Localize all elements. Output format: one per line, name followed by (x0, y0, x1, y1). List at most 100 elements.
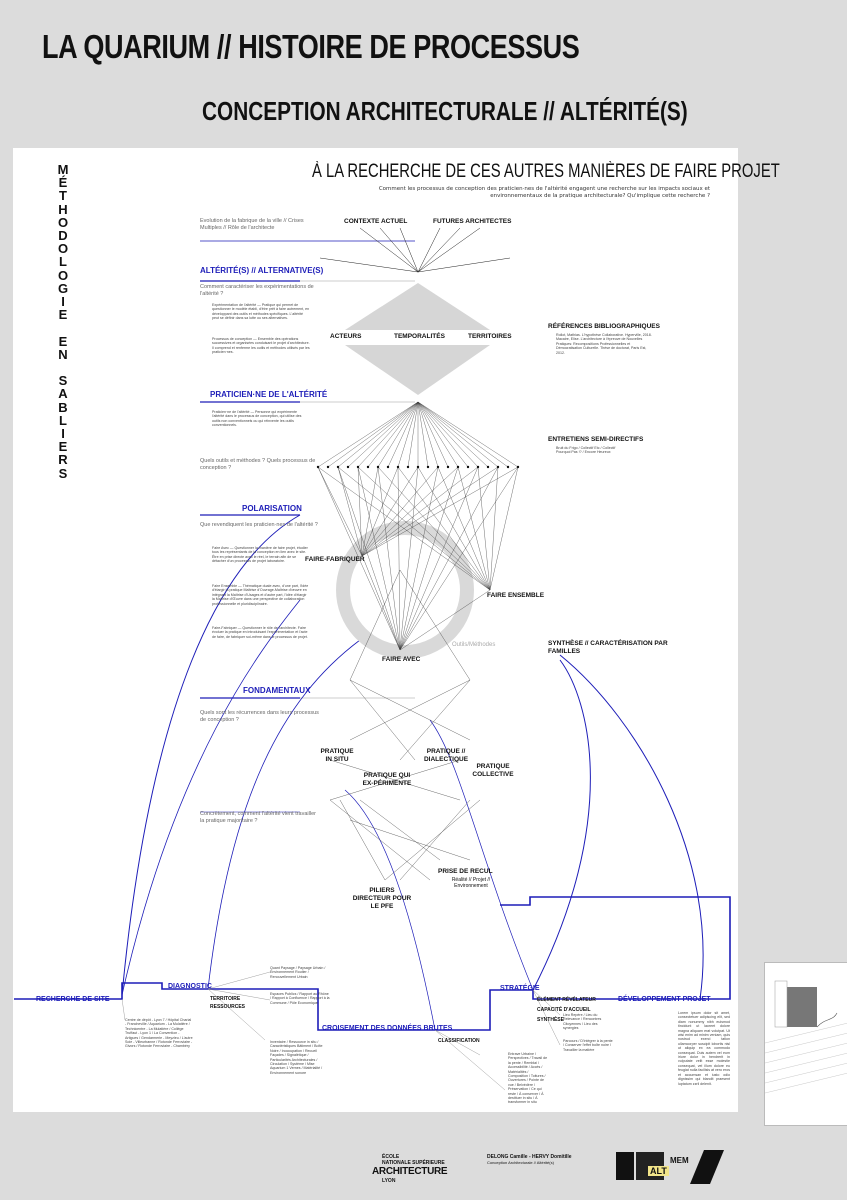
vertical-letter: B (58, 399, 68, 415)
method-dot (326, 465, 330, 469)
node-acteurs: ACTEURS (330, 333, 362, 340)
vertical-letter: G (57, 280, 69, 296)
poster-sheet (13, 148, 738, 1112)
node-croisement: CROISEMENT DES DONNÉES BRUTES (322, 1025, 453, 1032)
question-4: Quels sont les récurrences dans leurs pr… (200, 710, 319, 723)
strat-list: Lieu Repère / Lieu du Relevance / Rencon… (563, 1013, 602, 1031)
page-title: LA QUARIUM // HISTOIRE DE PROCESSUS (42, 28, 580, 65)
label-capacite: CAPACITÉ D'ACCUEIL (537, 1007, 591, 1013)
school-logo: ARCHITECTURE (372, 1166, 448, 1177)
vertical-letter: R (58, 452, 68, 468)
method-dot (416, 465, 420, 469)
vertical-letter: L (59, 412, 67, 428)
section-praticien: PRATICIEN·NE DE L'ALTÉRITÉ (210, 390, 328, 399)
question-3: Que revendiquent les praticien·nes de l'… (200, 522, 318, 528)
synthese-label: SYNTHÈSE // CARACTÉRISATION PAR FAMILLES (548, 640, 668, 655)
block-2: Processus de conception — Ensemble des o… (212, 337, 310, 355)
lorem-text: Lorem ipsum dolor sit amet, consectetuer… (678, 1011, 730, 1086)
node-developpement: DÉVELOPPEMENT PROJET (618, 996, 711, 1003)
node-faire-avec: FAIRE AVEC (382, 656, 421, 663)
label-outils: Outils/Méthodes (452, 642, 496, 648)
question-1: Comment caractériser les expérimentation… (200, 284, 314, 297)
method-dot (446, 465, 450, 469)
vertical-letter: E (58, 439, 68, 455)
entretiens-text: Bruit du Frigo / Collectif Etc / Collect… (556, 446, 616, 455)
method-dot (426, 465, 430, 469)
section-polarisation: POLARISATION (242, 504, 302, 513)
node-strategie: STRATÉGIE (500, 985, 540, 992)
entretiens-title: ENTRETIENS SEMI-DIRECTIFS (548, 436, 644, 443)
school-name-4: LYON (382, 1178, 396, 1184)
node-faire-fabriquer: FAIRE-FABRIQUER (305, 556, 365, 563)
label-contexte: CONTEXTE ACTUEL (344, 218, 408, 225)
vertical-letter: D (58, 228, 68, 244)
method-dot (366, 465, 370, 469)
method-dot (476, 465, 480, 469)
refs-title: RÉFÉRENCES BIBLIOGRAPHIQUES (548, 323, 660, 330)
node-experimente: PRATIQUE QUI EX-PÉRIMENTE (362, 772, 412, 787)
method-dot (396, 465, 400, 469)
sites-list: Centre de dépôt - Lyon 7 / Hôpital Chari… (125, 1018, 193, 1049)
page-subtitle: CONCEPTION ARCHITECTURALE // ALTÉRITÉ(S) (202, 96, 688, 126)
method-dot (506, 465, 510, 469)
cross-list: Inventaire / Ressource in situ / Caracté… (270, 1040, 323, 1075)
question-2: Quels outils et méthodes ? Quels process… (200, 458, 316, 471)
method-dot (316, 465, 320, 469)
label-classification: CLASSIFICATION (438, 1038, 480, 1044)
vertical-letter: L (59, 254, 67, 270)
vertical-letter: S (58, 465, 68, 481)
vertical-letter: H (58, 201, 68, 217)
method-dot (356, 465, 360, 469)
label-futurs: FUTURES ARCHITECTES (433, 218, 512, 225)
vertical-letter: É (58, 175, 68, 191)
method-dot (346, 465, 350, 469)
label-territoire: TERRITOIRE (210, 996, 241, 1002)
node-temporalites: TEMPORALITÉS (394, 333, 445, 340)
label-element: ÉLÉMENT RÉVÉLATEUR (537, 997, 596, 1003)
poster-title: À LA RECHERCHE DE CES AUTRES MANIÈRES DE… (312, 161, 780, 182)
node-recherche-site: RECHERCHE DE SITE (36, 996, 110, 1003)
node-faire-ensemble: FAIRE ENSEMBLE (487, 592, 545, 599)
block-4: Faire Avec — Questionner la manière de f… (212, 546, 308, 564)
school-name-2: NATIONALE SUPÉRIEURE (382, 1160, 445, 1166)
label-synthese-b: SYNTHÈSE (537, 1017, 564, 1023)
block-6: Faire-Fabriquer — Questionner le rôle de… (212, 626, 308, 639)
authors: DELONG Camille - HERVY Domitille (487, 1154, 572, 1160)
vertical-letter: O (57, 267, 69, 283)
school-name-1: ÉCOLE (382, 1154, 400, 1160)
preview-drawing (764, 980, 847, 1094)
slash-logo (690, 1150, 724, 1184)
node-prise-recul-sub: Réalité // Projet // Environnement (451, 877, 491, 889)
strat-list-2: Parcours / D'intégrer à la pente / Conse… (563, 1039, 613, 1052)
question-5: Concrètement, comment l'altérité vient t… (200, 811, 316, 824)
vertical-letter: A (58, 386, 68, 402)
vertical-letter: S (58, 373, 68, 389)
node-diagnostic: DIAGNOSTIC (168, 983, 212, 990)
vertical-letter: O (57, 214, 69, 230)
vertical-letter: M (57, 162, 69, 177)
next-poster-preview (764, 962, 847, 1126)
label-ressources: RESSOURCES (210, 1004, 246, 1010)
method-dot (496, 465, 500, 469)
footer: ÉCOLE NATIONALE SUPÉRIEURE ARCHITECTURE … (0, 1140, 847, 1200)
method-dot (486, 465, 490, 469)
logo-block-1 (616, 1152, 634, 1180)
vertical-letter: I (61, 294, 65, 310)
diag-res-list: Espaces Publics / Rapport au Rhône / Rap… (270, 992, 330, 1005)
logo-mem: MEM (670, 1156, 689, 1165)
node-piliers: PILIERS DIRECTEUR POUR LE PFE (352, 887, 412, 910)
vertical-letter: I (61, 426, 65, 442)
block-1: Expérimentation de l'altérité — Pratique… (212, 303, 310, 321)
method-dot (456, 465, 460, 469)
method-dot (466, 465, 470, 469)
vertical-letter: E (58, 333, 68, 349)
refs-text: Rollot, Mathias. L'hypothèse Collaborati… (556, 333, 652, 355)
node-dialectique: PRATIQUE // DIALECTIQUE (423, 748, 469, 763)
section-alterites: ALTÉRITÉ(S) // ALTERNATIVE(S) (200, 266, 324, 275)
node-territoires: TERRITOIRES (468, 333, 512, 340)
intro-note: Evolution de la fabrique de la ville // … (200, 218, 304, 231)
class-list: Entrave Urbaine / Perspectives / Travail… (508, 1052, 548, 1105)
diag-top-list: Quant Paysage / Paysage Urbain / Environ… (270, 966, 326, 979)
